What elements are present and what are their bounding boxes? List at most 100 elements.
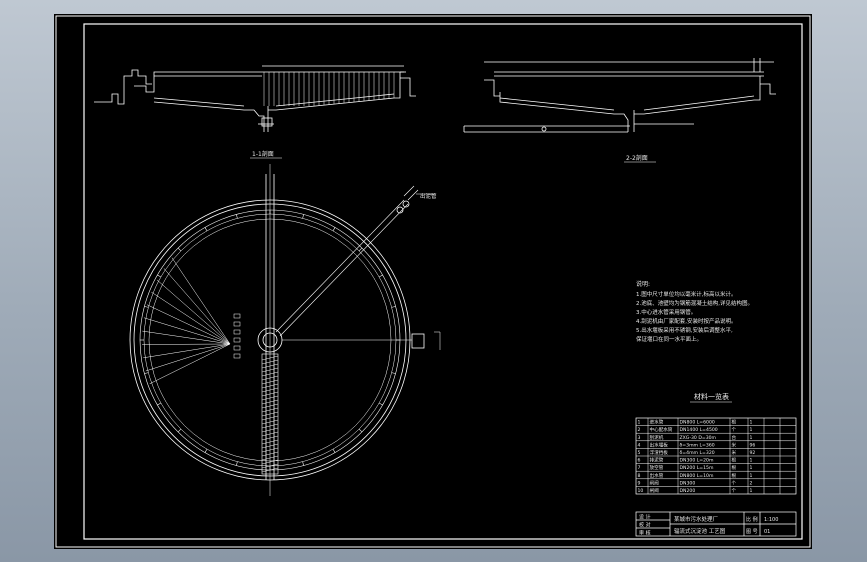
wall-tick <box>204 448 208 453</box>
materials-cell: 根 <box>732 457 737 464</box>
materials-cell: 米 <box>732 449 737 456</box>
leader-line <box>151 291 231 345</box>
wall-tick <box>391 372 396 374</box>
materials-cell: 根 <box>732 472 737 479</box>
leader-line <box>171 257 231 345</box>
hatch-line <box>261 427 279 433</box>
materials-cell: 1 <box>750 427 753 433</box>
wall-tick <box>378 274 383 278</box>
wall-tick <box>358 247 363 252</box>
hatch-line <box>261 439 279 445</box>
section-1-1-drawing <box>94 65 416 132</box>
hatch-line <box>261 375 279 381</box>
materials-cell: 4 <box>638 442 641 448</box>
wall-tick <box>157 274 162 278</box>
materials-cell: ZXG-30 D=30m <box>680 435 717 441</box>
title-block-checker: 校 对 <box>639 522 651 529</box>
hatch-line <box>261 371 279 377</box>
wall-tick <box>177 247 182 252</box>
materials-cell: DN200 L=15m <box>680 465 714 471</box>
materials-cell: 1 <box>750 488 753 494</box>
title-block <box>635 511 797 537</box>
hatch-line <box>261 359 279 365</box>
drawing-sheet: 1-1剖面 2-2剖面 <box>54 14 812 549</box>
wall-tick <box>378 402 383 406</box>
materials-cell: 排泥管 <box>650 457 664 464</box>
title-block-project: 某城市污水处理厂 <box>674 515 719 523</box>
materials-cell: 1 <box>750 465 753 471</box>
center-pipe-hatch <box>261 355 279 473</box>
materials-cell: 出水堰板 <box>650 441 669 448</box>
hatch-line <box>261 447 279 453</box>
materials-cell: 米 <box>732 441 737 448</box>
wall-tick <box>358 428 363 433</box>
title-block-sheet-value: 01 <box>764 529 770 535</box>
wall-tick <box>204 227 208 232</box>
materials-cell: 92 <box>750 450 756 456</box>
inner-frame <box>83 23 803 540</box>
hatch-line <box>261 415 279 421</box>
wall-tick <box>144 306 149 308</box>
hatch-line <box>261 411 279 417</box>
hatch-line <box>261 355 279 361</box>
hatch-line <box>261 443 279 449</box>
note-line: 4.刮泥机由厂家配套,安装时按产品说明。 <box>636 317 737 325</box>
notes-block: 说明: 1.图中尺寸单位均以毫米计,标高以米计。 2.池底、池壁均为钢筋混凝土结… <box>636 280 753 343</box>
hatch-line <box>261 407 279 413</box>
title-block-designer: 设 计 <box>639 514 651 521</box>
hatch-line <box>261 379 279 385</box>
materials-cell: 1 <box>638 420 641 426</box>
leader-tag <box>233 353 241 359</box>
tank-plan-view <box>129 164 441 496</box>
hatch-line <box>261 435 279 441</box>
cad-drawing: 1-1剖面 2-2剖面 <box>55 15 811 548</box>
wall-tick <box>332 448 336 453</box>
materials-cell: 9 <box>638 480 641 486</box>
leader-line <box>156 279 231 345</box>
hatch-line <box>261 387 279 393</box>
materials-cell: 7 <box>638 465 641 471</box>
title-block-drawing-name: 辐流式沉淀池 工艺图 <box>674 527 726 535</box>
hatch-line <box>261 459 279 465</box>
materials-cell: δ=4mm L=320 <box>680 450 715 456</box>
note-line: 5.出水堰板采用不锈钢,安装后调整水平, <box>636 326 733 334</box>
materials-cell: DN800 L=10m <box>680 473 714 479</box>
wall-tick <box>302 214 304 219</box>
wall-tick <box>236 461 238 466</box>
materials-cell: DN1400 L=4500 <box>680 427 718 433</box>
hatch-line <box>261 419 279 425</box>
hatch-line <box>261 455 279 461</box>
section-1-1-truss <box>263 72 395 106</box>
leader-line <box>145 343 231 372</box>
materials-cell: 5 <box>638 450 641 456</box>
materials-cell: DN200 <box>680 488 696 494</box>
leader-line <box>146 304 231 345</box>
hatch-line <box>261 399 279 405</box>
section-2-2-label: 2-2剖面 <box>626 154 648 162</box>
wall-tick <box>144 372 149 374</box>
materials-cell: 1 <box>750 458 753 464</box>
outer-frame <box>55 15 811 548</box>
materials-cell: 进水管 <box>650 419 664 426</box>
materials-cell: 刮泥机 <box>650 434 664 441</box>
section-1-1-label: 1-1剖面 <box>252 150 274 158</box>
materials-cell: 出水管 <box>650 472 664 479</box>
materials-cell: 个 <box>732 488 737 494</box>
wall-tick <box>157 402 162 406</box>
hatch-line <box>261 395 279 401</box>
materials-cell: 2 <box>638 427 641 433</box>
materials-cell: 个 <box>732 480 737 486</box>
leader-tag <box>233 337 241 343</box>
radial-leader-lines <box>142 257 241 385</box>
note-line: 1.图中尺寸单位均以毫米计,标高以米计。 <box>636 290 737 298</box>
leader-tag <box>233 313 241 319</box>
wall-tick <box>391 306 396 308</box>
pipe-label: 出泥管 <box>420 192 437 200</box>
note-line: 保证堰口在同一水平面上。 <box>636 335 702 343</box>
materials-cell: 台 <box>732 434 737 441</box>
